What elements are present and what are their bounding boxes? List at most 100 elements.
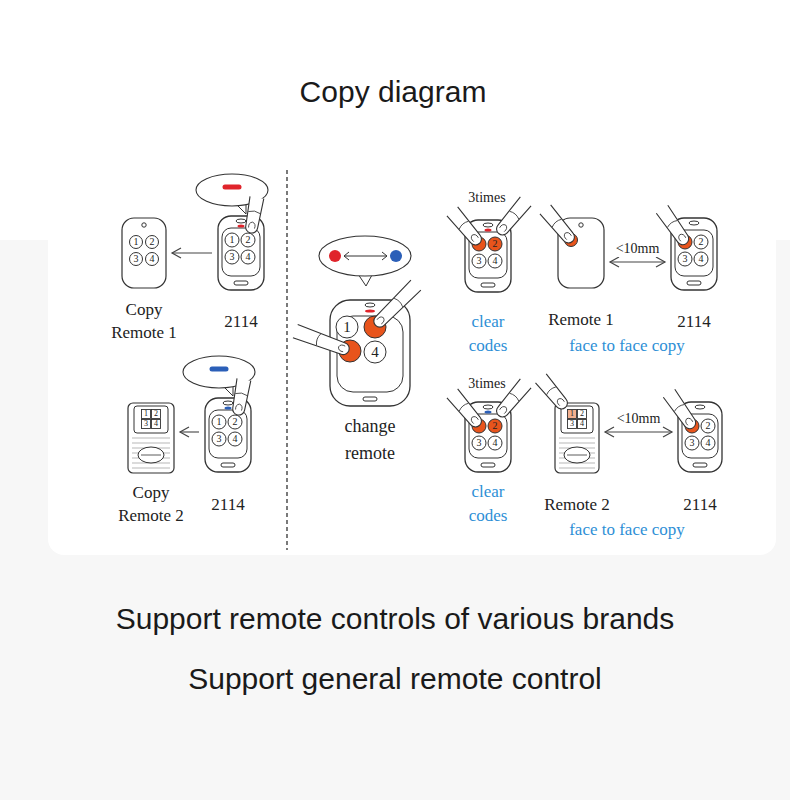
bottom-slot bbox=[363, 397, 377, 401]
fingernail bbox=[677, 233, 686, 242]
button-number: 2 bbox=[154, 410, 158, 418]
caption: 2114 bbox=[211, 312, 271, 332]
finger-outline bbox=[244, 196, 264, 234]
note-label: face to face copy bbox=[569, 520, 685, 540]
remote-body bbox=[555, 403, 599, 473]
connector-arrow bbox=[610, 261, 665, 262]
key-button bbox=[578, 410, 587, 419]
knuckle-line bbox=[248, 210, 260, 214]
button-number: 1 bbox=[134, 237, 139, 247]
caption: clear codes bbox=[462, 310, 514, 358]
round-button bbox=[130, 253, 143, 266]
bottom-slot bbox=[481, 463, 495, 467]
finger bbox=[231, 378, 251, 416]
title: Copy diagram bbox=[300, 75, 487, 109]
finger-outline bbox=[371, 280, 421, 330]
separator-line bbox=[286, 170, 287, 550]
remote-outline bbox=[555, 403, 599, 473]
round-button bbox=[212, 432, 226, 446]
fingernail bbox=[470, 233, 479, 242]
remote-outline bbox=[671, 218, 717, 290]
round-button bbox=[228, 432, 242, 446]
key-button bbox=[568, 410, 577, 419]
round-button bbox=[694, 252, 708, 266]
finger-outline bbox=[540, 205, 578, 246]
remote-control: 1234Copy Remote 2 bbox=[128, 403, 174, 473]
button-number: 2 bbox=[493, 239, 498, 249]
remote-outline bbox=[128, 403, 174, 473]
button-number: 3 bbox=[230, 252, 235, 262]
round-button bbox=[146, 236, 159, 249]
fingernail bbox=[470, 415, 479, 424]
keyring-hole bbox=[365, 303, 375, 307]
caption: Remote 1 bbox=[541, 310, 621, 330]
button-number: 4 bbox=[706, 438, 711, 448]
grille-line bbox=[132, 443, 170, 444]
round-button bbox=[241, 233, 255, 247]
keyring-hole bbox=[236, 219, 246, 223]
key-panel bbox=[134, 406, 168, 433]
fingernail bbox=[684, 417, 693, 426]
button-number: 2 bbox=[706, 421, 711, 431]
remote-control: 2342114 bbox=[678, 402, 722, 472]
remote-outline bbox=[330, 300, 410, 406]
double-arrow bbox=[344, 256, 387, 257]
remote-control: 234clear codes bbox=[465, 402, 511, 472]
fingernail bbox=[499, 223, 508, 232]
button-number: 2 bbox=[580, 410, 584, 418]
round-button bbox=[488, 254, 502, 268]
button-panel bbox=[222, 228, 260, 276]
remote-control: 12342114 bbox=[205, 398, 251, 472]
button-number: 4 bbox=[699, 254, 704, 264]
fingernail bbox=[248, 222, 255, 229]
round-button bbox=[678, 252, 692, 266]
key-button bbox=[578, 420, 587, 429]
round-button bbox=[488, 419, 502, 433]
knuckle-line bbox=[315, 334, 321, 346]
note-label: Support general remote control bbox=[188, 662, 602, 696]
remote-outline bbox=[122, 218, 166, 288]
bottom-slot bbox=[221, 463, 235, 467]
key-button bbox=[142, 420, 151, 429]
button-number: 1 bbox=[343, 320, 351, 335]
finger-outline bbox=[231, 378, 251, 416]
finger-outline bbox=[293, 325, 351, 358]
button-number: 3 bbox=[477, 438, 482, 448]
note-label: 3times bbox=[468, 376, 505, 392]
note-label: face to face copy bbox=[569, 336, 685, 356]
bottom-slot bbox=[687, 281, 701, 285]
round-button bbox=[694, 235, 708, 249]
indicator-light bbox=[212, 367, 226, 372]
button-number: 4 bbox=[233, 434, 238, 444]
remote-outline bbox=[218, 216, 264, 290]
knuckle-line bbox=[510, 392, 520, 401]
distance-label: <10mm bbox=[614, 241, 662, 257]
remote-outline bbox=[678, 402, 722, 472]
button-number: 4 bbox=[493, 256, 498, 266]
button-number: 2 bbox=[493, 421, 498, 431]
connector-arrow bbox=[172, 252, 212, 253]
indicator-light bbox=[365, 309, 375, 312]
knuckle-line bbox=[551, 218, 561, 227]
caption: clear codes bbox=[462, 480, 514, 528]
logo-line bbox=[567, 455, 587, 456]
note-label: Support remote controls of various brand… bbox=[116, 602, 675, 636]
knuckle-line bbox=[235, 392, 247, 396]
button-number: 2 bbox=[699, 237, 704, 247]
caption: Copy Remote 2 bbox=[111, 481, 191, 527]
button-number: 4 bbox=[493, 438, 498, 448]
finger bbox=[371, 280, 421, 330]
arrowhead bbox=[344, 252, 349, 260]
caption: Remote 2 bbox=[537, 495, 617, 515]
knuckle-line bbox=[458, 220, 468, 229]
button-number: 3 bbox=[683, 254, 688, 264]
button-number: 4 bbox=[154, 420, 158, 428]
round-button bbox=[225, 233, 239, 247]
finger bbox=[535, 374, 570, 412]
round-button bbox=[488, 237, 502, 251]
finger bbox=[540, 205, 578, 246]
indicator-light bbox=[485, 410, 492, 413]
key-panel bbox=[561, 406, 593, 433]
finger bbox=[663, 389, 699, 431]
